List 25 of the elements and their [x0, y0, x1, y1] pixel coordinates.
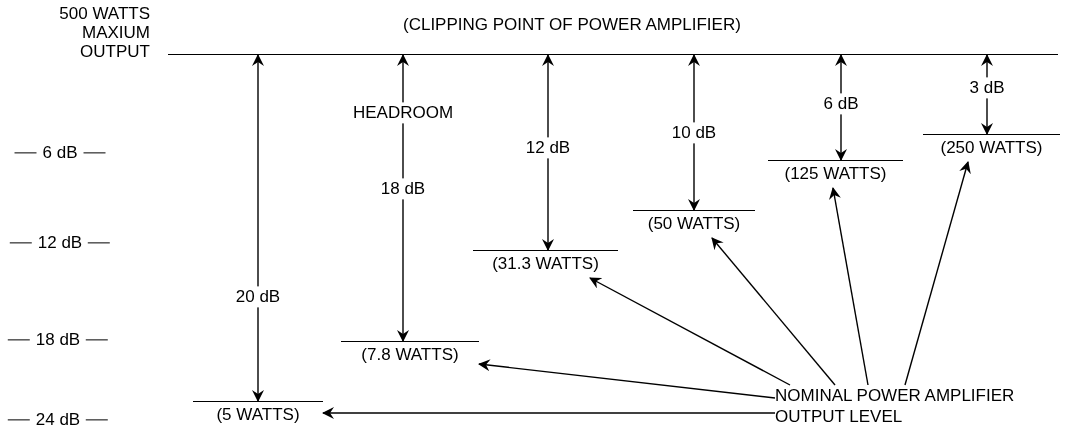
level-caption: 500 WATTS MAXIUM OUTPUT	[58, 4, 150, 61]
arrow	[589, 277, 791, 386]
arrow	[478, 359, 776, 399]
arrow	[322, 407, 776, 419]
note-text: NOMINAL POWER AMPLIFIER OUTPUT LEVEL	[775, 385, 1075, 431]
edge-label: 20 dB	[233, 286, 283, 308]
scale-label: 24 dB	[35, 409, 81, 431]
level-line: (7.8 WATTS)	[341, 341, 479, 369]
arrow	[542, 54, 554, 251]
arrow	[904, 161, 971, 386]
edge-label: 3 dB	[967, 77, 1007, 99]
level-line: (125 WATTS)	[768, 160, 903, 188]
edge-label: 6 dB	[821, 93, 861, 115]
level-line: (5 WATTS)	[193, 401, 323, 427]
scale-label: 12 dB	[37, 232, 83, 254]
arrow	[711, 237, 836, 386]
level-line: (31.3 WATTS)	[473, 250, 618, 278]
scale-label: 6 dB	[42, 142, 78, 164]
arrow	[829, 187, 869, 386]
clipping-level-line: (CLIPPING POINT OF POWER AMPLIFIER)	[168, 14, 1058, 55]
scale-label: 18 dB	[35, 329, 81, 351]
arrow	[252, 54, 264, 402]
level-line: (250 WATTS)	[923, 134, 1060, 162]
annotation-label: HEADROOM	[352, 102, 454, 124]
level-line: (50 WATTS)	[633, 210, 755, 238]
